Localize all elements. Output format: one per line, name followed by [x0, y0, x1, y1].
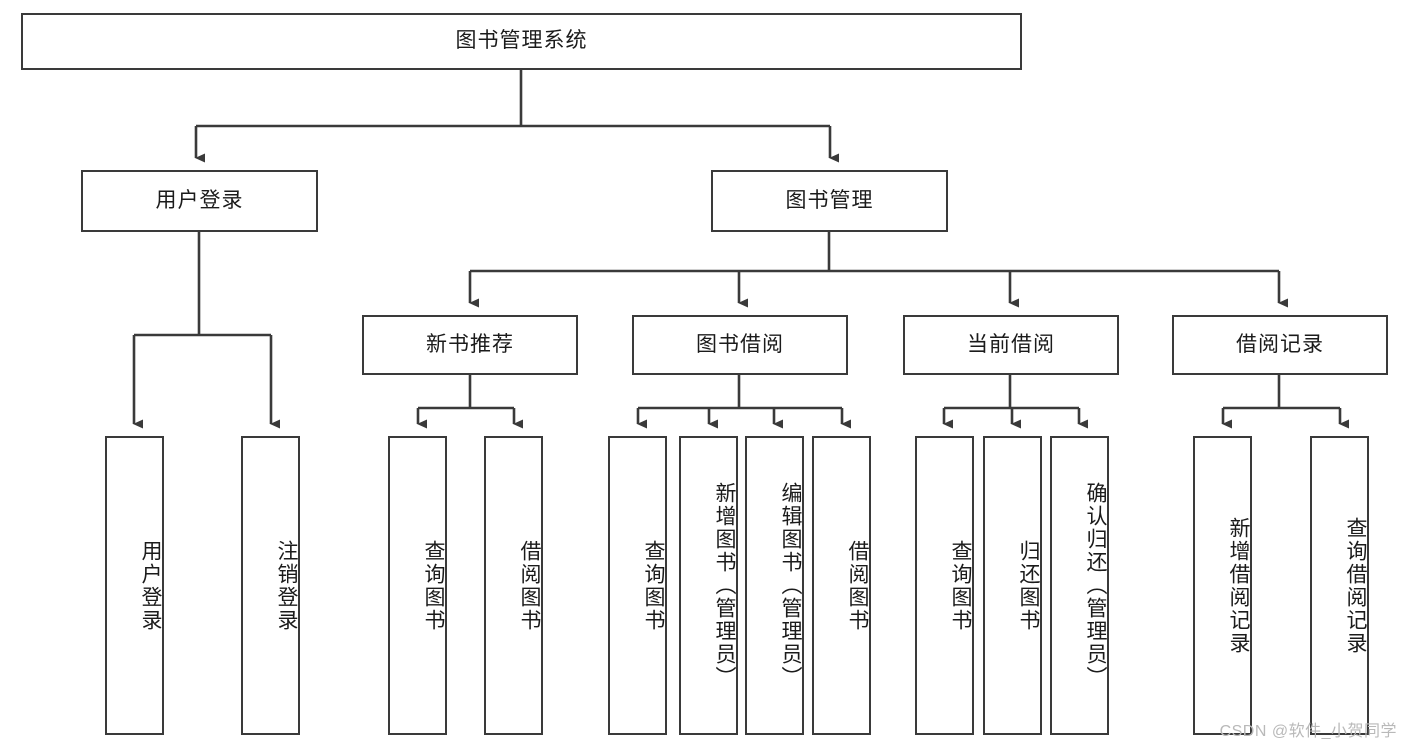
- leaf-confirm-return-admin[interactable]: 确认归还（管理员）: [1050, 436, 1109, 735]
- leaf-edit-book-admin[interactable]: 编辑图书（管理员）: [745, 436, 804, 735]
- leaf-logout-label: 注销登录: [275, 539, 298, 632]
- node-book-management[interactable]: 图书管理: [711, 170, 948, 232]
- node-current-borrow-label: 当前借阅: [967, 332, 1055, 356]
- leaf-borrow-book[interactable]: 借阅图书: [812, 436, 871, 735]
- leaf-user-login-label: 用户登录: [139, 539, 162, 632]
- node-user-login[interactable]: 用户登录: [81, 170, 318, 232]
- node-user-login-label: 用户登录: [155, 188, 244, 212]
- node-borrow-records[interactable]: 借阅记录: [1172, 315, 1388, 375]
- leaf-query-borrow-record-label: 查询借阅记录: [1344, 516, 1367, 655]
- leaf-add-borrow-record[interactable]: 新增借阅记录: [1193, 436, 1252, 735]
- node-book-borrow-label: 图书借阅: [696, 332, 784, 356]
- node-new-book-recommend[interactable]: 新书推荐: [362, 315, 578, 375]
- leaf-query-book-current[interactable]: 查询图书: [915, 436, 974, 735]
- node-root[interactable]: 图书管理系统: [21, 13, 1022, 70]
- leaf-add-borrow-record-label: 新增借阅记录: [1227, 516, 1250, 655]
- leaf-query-book-current-label: 查询图书: [949, 539, 972, 632]
- leaf-borrow-book-newbook-label: 借阅图书: [518, 539, 541, 632]
- leaf-query-book-newbook-label: 查询图书: [422, 539, 445, 632]
- leaf-query-book-borrow-label: 查询图书: [642, 539, 665, 632]
- node-borrow-records-label: 借阅记录: [1236, 332, 1324, 356]
- leaf-query-book-newbook[interactable]: 查询图书: [388, 436, 447, 735]
- leaf-query-book-borrow[interactable]: 查询图书: [608, 436, 667, 735]
- leaf-user-login[interactable]: 用户登录: [105, 436, 164, 735]
- leaf-query-borrow-record[interactable]: 查询借阅记录: [1310, 436, 1369, 735]
- leaf-logout[interactable]: 注销登录: [241, 436, 300, 735]
- leaf-add-book-admin[interactable]: 新增图书（管理员）: [679, 436, 738, 735]
- leaf-borrow-book-label: 借阅图书: [846, 539, 869, 632]
- leaf-return-book-label: 归还图书: [1017, 539, 1040, 632]
- node-book-borrow[interactable]: 图书借阅: [632, 315, 848, 375]
- node-root-label: 图书管理系统: [455, 29, 588, 53]
- leaf-edit-book-admin-label: 编辑图书（管理员）: [779, 482, 802, 689]
- leaf-add-book-admin-label: 新增图书（管理员）: [713, 482, 736, 689]
- leaf-borrow-book-newbook[interactable]: 借阅图书: [484, 436, 543, 735]
- node-book-management-label: 图书管理: [785, 188, 874, 212]
- node-current-borrow[interactable]: 当前借阅: [903, 315, 1119, 375]
- node-new-book-recommend-label: 新书推荐: [426, 332, 514, 356]
- watermark: CSDN @软件_小贺同学: [1219, 723, 1397, 740]
- leaf-return-book[interactable]: 归还图书: [983, 436, 1042, 735]
- leaf-confirm-return-admin-label: 确认归还（管理员）: [1084, 482, 1107, 689]
